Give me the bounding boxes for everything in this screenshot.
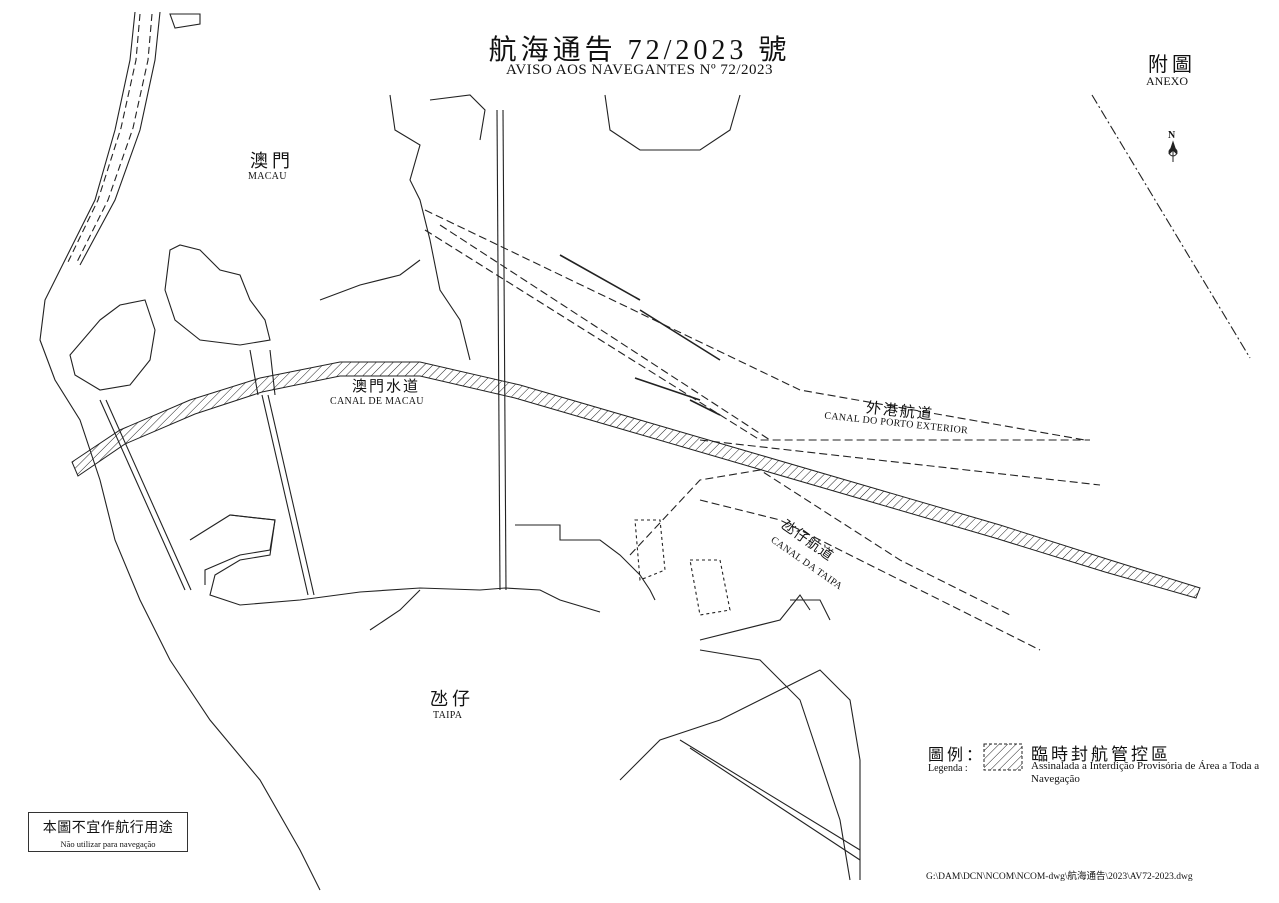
bridge-3	[496, 109, 501, 591]
north-label: N	[1168, 130, 1176, 141]
channel-macau-zh: 澳門水道	[352, 379, 421, 395]
legend-key-zh: 圖例：	[928, 747, 986, 764]
file-path: G:\DAM\DCN\NCOM\NCOM-dwg\航海通告\2023\AV72-…	[926, 872, 1193, 882]
annex-label-zh: 附圖	[1148, 54, 1196, 76]
boundary-line	[1091, 94, 1251, 359]
legend-hatch-swatch	[983, 743, 1023, 771]
taipa-channel	[629, 469, 1011, 616]
channel-macau-pt: CANAL DE MACAU	[330, 396, 424, 407]
place-macau-pt: MACAU	[248, 171, 287, 182]
notice-title-pt: AVISO AOS NAVEGANTES Nº 72/2023	[505, 62, 774, 78]
north-arrow-icon	[1168, 140, 1178, 162]
outer-harbour-channel	[424, 229, 1090, 441]
outer-harbour-coast	[389, 94, 471, 361]
legend-item-zh: 臨時封航管控區	[1031, 745, 1171, 764]
disclaimer-pt: Não utilizar para navegação	[60, 839, 156, 849]
place-taipa-zh: 氹仔	[430, 689, 474, 709]
notice-title-zh: 航海通告 72/2023 號	[488, 35, 791, 66]
taipa-coast	[369, 589, 421, 631]
disclaimer-box: 本圖不宜作航行用途 Não utilizar para navegação	[28, 812, 188, 852]
macau-coastline	[39, 11, 321, 891]
bridge-2	[99, 399, 186, 591]
taipa-pier	[515, 524, 656, 601]
restricted-navigation-area	[71, 361, 1201, 599]
legend-item-pt: Assinalada a Interdição Provisória de Ár…	[1031, 760, 1260, 785]
place-taipa-pt: TAIPA	[433, 710, 463, 721]
nape-island	[164, 244, 271, 346]
south-reclamation	[189, 514, 601, 613]
disclaimer-zh: 本圖不宜作航行用途	[42, 821, 174, 836]
macau-coastline-inner	[79, 11, 161, 266]
legend-key-pt: Legenda :	[928, 763, 968, 774]
place-macau-zh: 澳門	[250, 151, 294, 171]
bridge-1	[261, 394, 309, 596]
annex-label-pt: ANEXO	[1146, 74, 1188, 88]
